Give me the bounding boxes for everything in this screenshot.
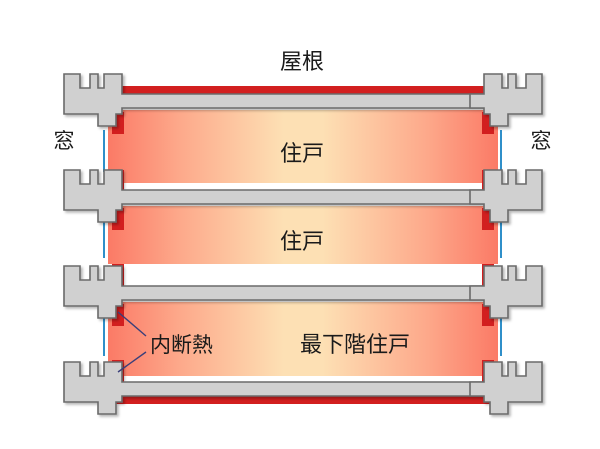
slab-2-right [469, 169, 543, 223]
slab-4-right [469, 361, 543, 415]
room-middle [108, 206, 498, 264]
insulation-leaders [117, 311, 147, 373]
bottom-insulation [104, 396, 498, 404]
room-upper [108, 110, 498, 183]
rooms [108, 110, 498, 376]
slab-1-left [63, 73, 501, 127]
unit-middle-label: 住戸 [280, 230, 324, 255]
interior-insulation-label: 内断熱 [150, 333, 213, 357]
floor-slabs [63, 73, 543, 415]
slab-1-right [469, 73, 543, 127]
room-lowest [108, 302, 498, 376]
slab-2-left [63, 169, 501, 223]
leader-line-lower [117, 351, 147, 373]
leader-line-upper [117, 311, 147, 337]
window-right-label: 窓 [531, 129, 552, 153]
slab-3-left [63, 265, 501, 319]
roof-insulation [104, 86, 498, 94]
unit-lowest-label: 最下階住戸 [300, 333, 410, 358]
unit-upper-label: 住戸 [280, 142, 324, 167]
roof-label: 屋根 [280, 50, 324, 75]
slab-4-left [63, 361, 501, 415]
window-left-label: 窓 [54, 129, 75, 153]
slab-3-right [469, 265, 543, 319]
